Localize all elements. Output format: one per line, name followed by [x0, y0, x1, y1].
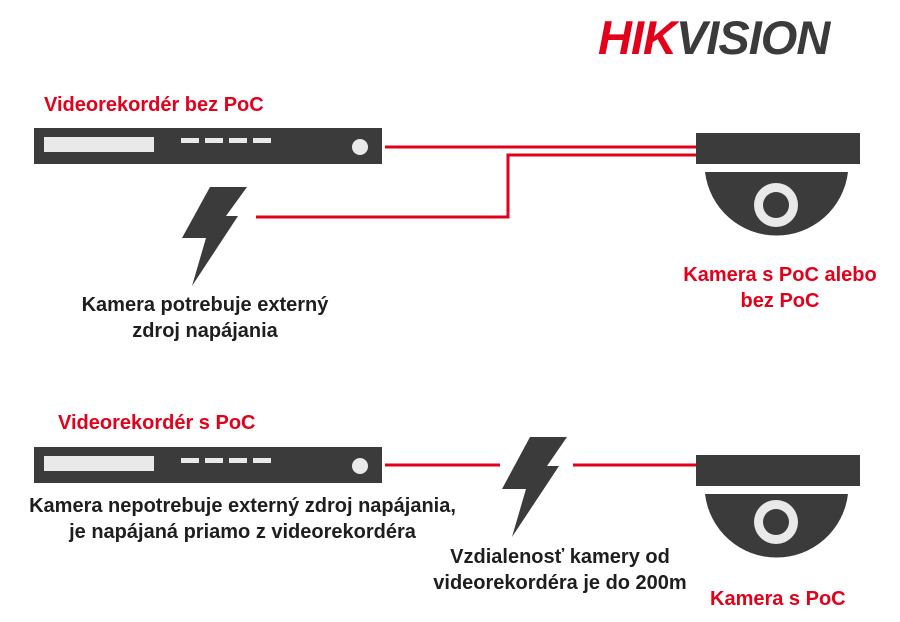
dome-camera-icon — [696, 455, 860, 558]
dome-camera-icon — [696, 133, 860, 236]
bottom-camera-label: Kamera s PoC — [710, 588, 846, 610]
top-camera-label: Kamera s PoC alebo bez PoC — [655, 262, 900, 314]
top-power-note-line1: Kamera potrebuje externý — [81, 294, 329, 316]
top-recorder-label: Videorekordér bez PoC — [44, 94, 264, 116]
bottom-power-note: Kamera nepotrebuje externý zdroj napájan… — [5, 493, 480, 545]
nvr-device-icon — [34, 447, 382, 483]
distance-note: Vzdialenosť kamery od videorekordéra je … — [410, 544, 710, 596]
logo-part-vision: VISION — [675, 11, 830, 64]
logo-part-hik: HIK — [598, 11, 677, 64]
lightning-bolt-icon — [182, 187, 247, 286]
network-cable — [256, 145, 696, 219]
top-camera-label-line2: bez PoC — [740, 290, 820, 312]
distance-note-line1: Vzdialenosť kamery od — [450, 546, 670, 568]
bottom-power-note-line2: je napájaná priamo z videorekordéra — [69, 521, 416, 543]
bottom-power-note-line1: Kamera nepotrebuje externý zdroj napájan… — [29, 495, 456, 517]
top-power-note: Kamera potrebuje externý zdroj napájania — [40, 292, 370, 344]
lightning-bolt-icon — [502, 437, 567, 537]
top-power-note-line2: zdroj napájania — [132, 320, 278, 342]
nvr-device-icon — [34, 128, 382, 164]
distance-note-line2: videorekordéra je do 200m — [433, 572, 687, 594]
top-camera-label-line1: Kamera s PoC alebo — [683, 264, 877, 286]
bottom-recorder-label: Videorekordér s PoC — [58, 412, 256, 434]
hikvision-logo: HIKVISION — [598, 8, 830, 68]
